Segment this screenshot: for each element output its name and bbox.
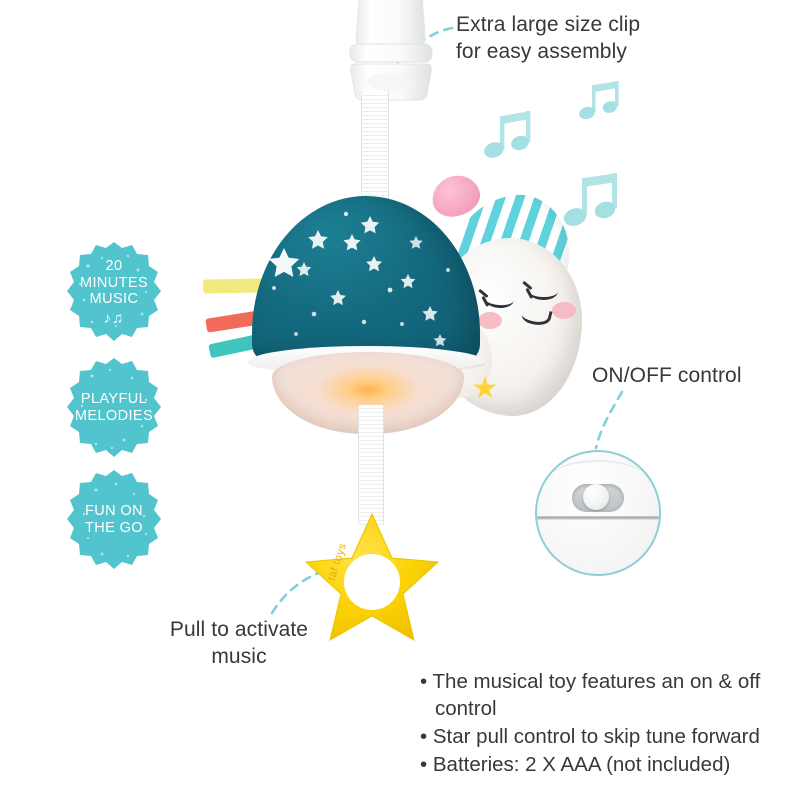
music-note-icon (484, 111, 531, 158)
list-item: Batteries: 2 X AAA (not included) (420, 751, 792, 778)
feature-list: The musical toy features an on & off con… (420, 668, 792, 779)
star-pull-teether[interactable] (302, 512, 442, 647)
badge-scallop-shape (67, 358, 161, 457)
music-note-icon (563, 173, 617, 226)
inset-housing-arc (545, 460, 651, 506)
clip-illustration (349, 0, 433, 101)
callout-onoff-label: ON/OFF control (592, 364, 742, 387)
badge-note-icon: ♪♫ (103, 310, 125, 328)
onoff-switch-knob[interactable] (583, 484, 609, 510)
list-item: The musical toy features an on & off con… (420, 668, 792, 722)
music-note-icon (579, 81, 619, 120)
pull-strap (358, 405, 384, 525)
badge-label: PLAYFUL MELODIES (74, 391, 154, 424)
upper-strap (361, 92, 389, 204)
list-item: Star pull control to skip tune forward (420, 723, 792, 750)
starry-dome (252, 196, 480, 364)
badge-playful-melodies: PLAYFUL MELODIES (62, 356, 166, 460)
moon-star-applique: ★ (471, 372, 499, 405)
badge-scallop-shape (67, 470, 161, 569)
badge-fun-on-the-go: FUN ON THE GO (62, 468, 166, 572)
badge-label: FUN ON THE GO (85, 503, 143, 536)
badge-label: 20 MINUTES MUSIC (79, 257, 149, 308)
inset-seam-line (537, 516, 659, 520)
moon-cheek-left (478, 312, 502, 329)
callout-pull-label: Pull to activate music (169, 618, 309, 668)
badge-music-duration: 20 MINUTES MUSIC ♪♫ (62, 240, 166, 344)
badge-scallop-shape (67, 242, 161, 341)
moon-cheek-right (552, 302, 576, 319)
callout-clip-label: Extra large size clip for easy assembly (456, 13, 641, 63)
onoff-control-inset (535, 450, 661, 576)
